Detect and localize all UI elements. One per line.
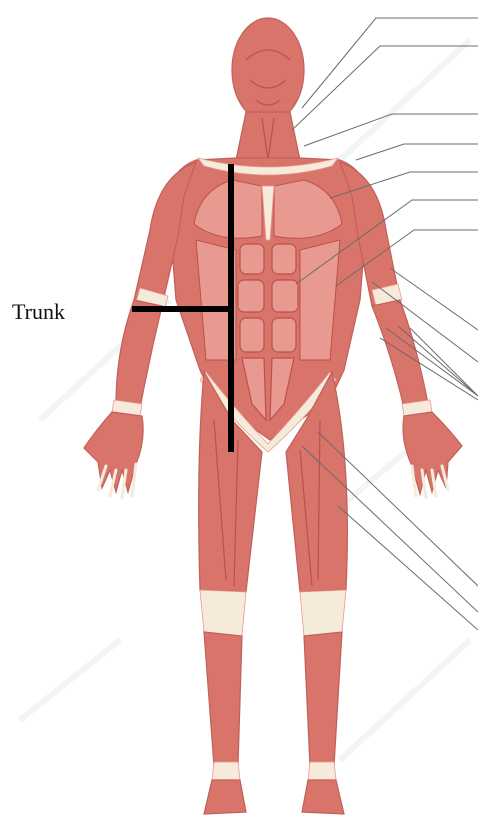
- arm-left-forearm: [116, 300, 162, 408]
- knee-right: [300, 590, 346, 636]
- ankle-left: [212, 762, 240, 780]
- leader-line-3: [304, 114, 478, 146]
- leader-line-16: [338, 506, 478, 630]
- leader-line-1: [302, 18, 478, 108]
- shin-right: [304, 632, 342, 766]
- neck: [236, 112, 300, 160]
- knee-left: [200, 590, 246, 636]
- arm-right-forearm: [372, 300, 428, 408]
- foot-right: [302, 780, 344, 814]
- leader-line-4: [356, 144, 478, 160]
- shin-left: [204, 632, 242, 766]
- trunk-label: Trunk: [12, 301, 65, 323]
- head: [232, 18, 304, 122]
- foot-left: [204, 780, 246, 814]
- muscle-body: [84, 18, 462, 814]
- ankle-right: [308, 762, 336, 780]
